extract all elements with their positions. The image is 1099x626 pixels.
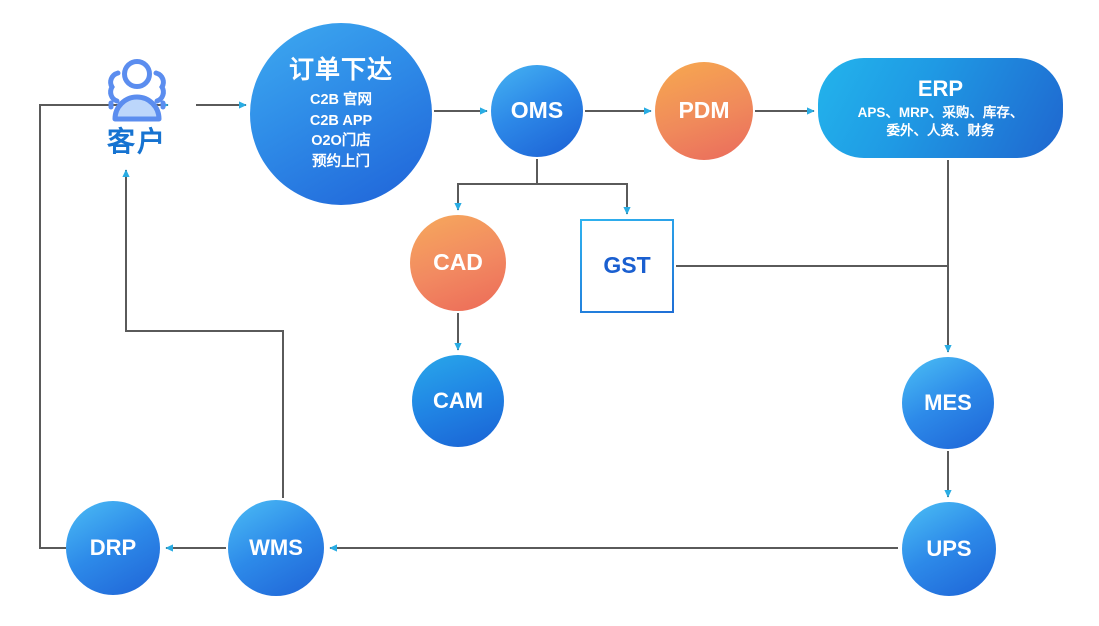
users-group-icon [108, 59, 166, 122]
order-channel-appointment: 预约上门 [312, 153, 370, 170]
cam-label: CAM [432, 388, 484, 414]
edge-drp-to-customer [39, 101, 169, 549]
erp-modules-line2: 委外、人资、财务 [886, 122, 995, 138]
order-channel-c2b-web: C2B 官网 [309, 92, 373, 109]
pdm-label: PDM [678, 97, 730, 124]
oms-label: OMS [510, 97, 564, 124]
node-ups[interactable]: UPS [902, 502, 996, 596]
ups-label: UPS [926, 536, 972, 562]
node-wms[interactable]: WMS [228, 500, 324, 596]
order-channel-o2o-store: O2O门店 [311, 133, 371, 150]
drp-label: DRP [89, 535, 137, 561]
erp-modules-line1: APS、MRP、采购、库存、 [857, 104, 1024, 120]
erp-title: ERP [917, 75, 964, 101]
node-gst[interactable]: GST [580, 219, 674, 313]
gst-label: GST [603, 252, 651, 279]
node-pdm[interactable]: PDM [655, 62, 753, 160]
node-drp[interactable]: DRP [66, 501, 160, 595]
edge-oms-to-gst [537, 183, 631, 215]
node-mes[interactable]: MES [902, 357, 994, 449]
node-cam[interactable]: CAM [412, 355, 504, 447]
node-customer[interactable]: 客户 [78, 48, 196, 168]
wms-label: WMS [249, 535, 303, 561]
edge-wms-to-customer [122, 169, 284, 498]
order-channel-c2b-app: C2B APP [309, 112, 373, 129]
mes-label: MES [924, 390, 972, 416]
customer-label: 客户 [106, 126, 167, 158]
order-title: 订单下达 [288, 55, 393, 84]
node-oms[interactable]: OMS [491, 65, 583, 157]
cad-label: CAD [433, 249, 483, 276]
node-order-placement[interactable]: 订单下达 C2B 官网 C2B APP O2O门店 预约上门 [250, 23, 432, 205]
edge-oms-to-cad [454, 159, 538, 211]
node-cad[interactable]: CAD [410, 215, 506, 311]
node-erp[interactable]: ERP APS、MRP、采购、库存、 委外、人资、财务 [818, 58, 1063, 158]
